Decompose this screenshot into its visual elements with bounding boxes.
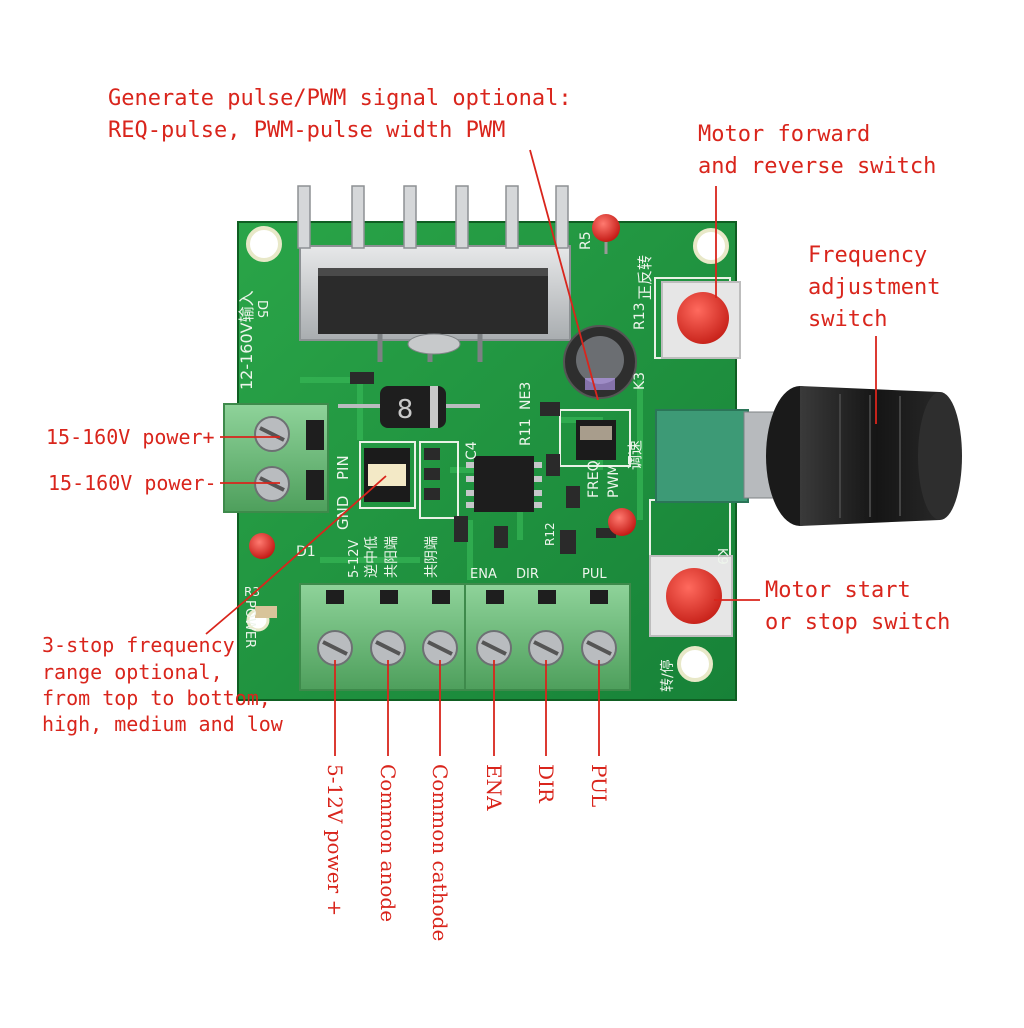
label-power-plus: 15-160V power+: [46, 425, 215, 449]
label-range-line1: 3-stop frequency: [42, 633, 235, 657]
label-pwm-line1: Generate pulse/PWM signal optional:: [108, 86, 572, 111]
label-freq-line2: adjustment: [808, 275, 941, 300]
silk-k9: K9: [714, 548, 729, 565]
silk-input: 12-160V输入: [237, 290, 256, 390]
label-freq-line3: switch: [808, 307, 888, 332]
label-range-line2: range optional,: [42, 660, 223, 684]
forward-reverse-button: [661, 281, 741, 359]
diode: 8: [338, 386, 480, 428]
label-pwm-line2: REQ-pulse, PWM-pulse width PWM: [108, 118, 506, 143]
silk-r12: R12: [543, 522, 557, 546]
label-terminal-power: 5-12V power +: [323, 764, 347, 917]
label-terminal-anode: Common anode: [376, 764, 400, 923]
led-indicators: [249, 214, 636, 559]
label-terminal-dir: DIR: [534, 764, 558, 803]
silk-gnd: GND: [334, 496, 352, 530]
start-stop-button: [649, 555, 733, 637]
silk-r3: R3: [244, 585, 260, 599]
label-terminal-cathode: Common cathode: [428, 764, 452, 942]
silk-d5: D5: [254, 300, 269, 318]
power-terminal-block: [223, 403, 329, 513]
silk-adjust: 调速: [626, 440, 644, 470]
ic-chip: [466, 456, 542, 512]
silk-mid: 逆中低: [364, 536, 380, 578]
silk-k3: K3: [632, 372, 648, 390]
label-start-line2: or stop switch: [765, 610, 951, 635]
signal-terminal-block: [299, 583, 631, 691]
callout-lines: [205, 149, 877, 756]
silk-cathode: 共阴端: [424, 536, 440, 578]
silk-ena: ENA: [470, 567, 497, 582]
silk-fwdrev: 正反转: [636, 255, 654, 300]
silkscreen: 12-160V输入 PIN GND NE3 R11 C4 FREQ PWM 调速…: [237, 231, 729, 692]
silk-r11: R11: [518, 418, 534, 446]
callout-pwm: [529, 149, 599, 401]
silk-pwm: PWM: [606, 464, 622, 498]
label-terminal-ena: ENA: [482, 764, 506, 811]
label-terminal-pul: PUL: [587, 764, 611, 808]
silk-anode: 共阳端: [384, 536, 400, 578]
silk-power: POWER: [242, 600, 257, 648]
label-range-line3: from top to bottom,: [42, 686, 271, 710]
silk-freq: FREQ: [586, 460, 602, 498]
label-start-line1: Motor start: [765, 578, 911, 603]
silk-c4: C4: [464, 441, 480, 460]
frequency-knob: [655, 386, 962, 526]
silk-pul: PUL: [582, 567, 607, 582]
silk-pin: PIN: [334, 455, 352, 480]
smd-parts: [255, 372, 616, 618]
silk-r13: R13: [632, 302, 648, 330]
label-fwd-line2: and reverse switch: [698, 154, 937, 179]
jumper-pwm: [576, 420, 616, 460]
label-freq-line1: Frequency: [808, 243, 928, 268]
callout-range: [205, 475, 387, 635]
silk-d1: D1: [296, 544, 316, 560]
silk-stop: 转/停: [659, 659, 676, 692]
silk-r5: R5: [578, 231, 594, 250]
silk-ne3: NE3: [518, 382, 534, 410]
label-range-line4: high, medium and low: [42, 712, 283, 736]
capacitor: [563, 325, 637, 399]
label-fwd-line1: Motor forward: [698, 122, 871, 147]
label-power-minus: 15-160V power-: [48, 471, 217, 495]
heatsink: [297, 185, 571, 362]
diode-mark: 8: [397, 395, 414, 425]
silk-512v: 5-12V: [347, 539, 362, 578]
jumper-freq-range: [364, 448, 410, 502]
silk-dir: DIR: [516, 567, 539, 582]
